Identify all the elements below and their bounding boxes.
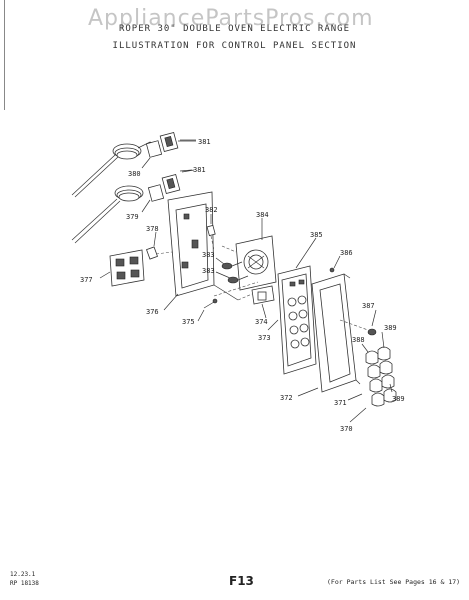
callout-381-lower: 381	[193, 166, 206, 174]
infinite-switch-block	[109, 249, 145, 287]
leader-lines	[99, 140, 393, 423]
thermostat-bulb-lower	[71, 184, 165, 244]
screw-382	[206, 224, 216, 251]
callout-389-lower: 389	[392, 395, 405, 403]
callout-383-lower: 383	[202, 267, 215, 275]
callout-383-upper: 383	[202, 251, 215, 259]
callout-387: 387	[362, 302, 375, 310]
callout-386: 386	[340, 249, 353, 257]
callout-385: 385	[310, 231, 323, 239]
switch-block-381-upper	[159, 131, 196, 153]
watermark: AppliancePartsPros.com	[88, 6, 374, 31]
callout-370: 370	[340, 425, 353, 433]
page-number: F13	[229, 574, 254, 588]
diagram-subtitle: ILLUSTRATION FOR CONTROL PANEL SECTION	[112, 41, 357, 51]
clip-387	[339, 319, 377, 336]
knob-set	[365, 346, 397, 407]
screw-386	[329, 267, 335, 273]
callout-375: 375	[182, 318, 195, 326]
callout-379: 379	[126, 213, 139, 221]
callout-376: 376	[146, 308, 159, 316]
screw-378	[146, 246, 173, 260]
callout-377: 377	[80, 276, 93, 284]
switch-bracket-374	[251, 285, 275, 305]
parts-list-reference: (For Parts List See Pages 16 & 17)	[327, 578, 461, 586]
control-panel-frame	[311, 273, 361, 393]
screw-375	[203, 298, 218, 309]
control-bracket	[167, 191, 239, 301]
page-edge-line	[4, 0, 5, 110]
callout-389-upper: 389	[384, 324, 397, 332]
callout-373: 373	[258, 334, 271, 342]
callout-371: 371	[334, 399, 347, 407]
diagram-title: ROPER 30" DOUBLE OVEN ELECTRIC RANGE	[118, 24, 351, 34]
control-panel-overlay	[277, 265, 317, 375]
callout-378: 378	[146, 225, 159, 233]
footer-code-secondary: RP 18138	[10, 580, 39, 587]
indicator-light-lower	[227, 275, 249, 284]
callout-374: 374	[255, 318, 268, 326]
callout-380: 380	[128, 170, 141, 178]
switch-block-381-lower	[161, 169, 195, 195]
indicator-light-upper	[221, 261, 243, 270]
footer-code-primary: 12.23.1	[10, 571, 36, 578]
callout-382: 382	[205, 206, 218, 214]
callout-388: 388	[352, 336, 365, 344]
callout-381-upper: 381	[198, 138, 211, 146]
thermostat-bulb-upper	[71, 140, 163, 198]
callout-372: 372	[280, 394, 293, 402]
callout-384: 384	[256, 211, 269, 219]
